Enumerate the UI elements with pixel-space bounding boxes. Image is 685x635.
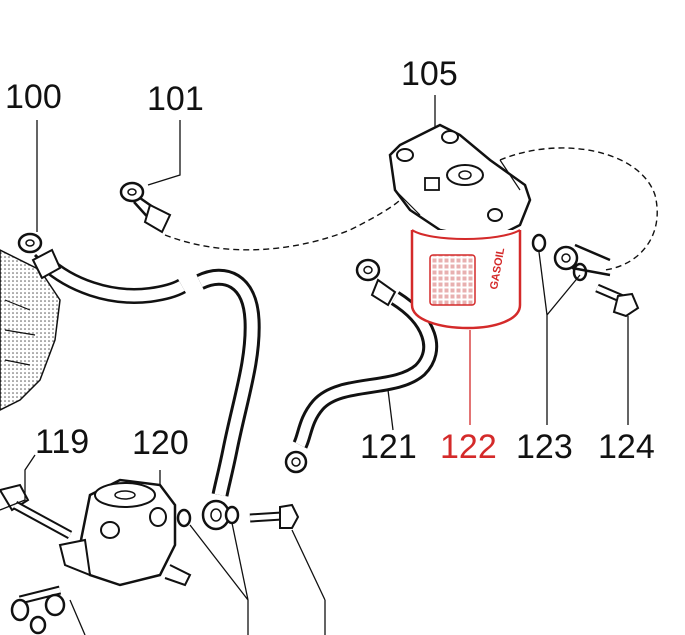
fuel-pipe-121: [284, 258, 439, 474]
bolt-124: [595, 283, 640, 318]
callout-119: 119: [35, 423, 90, 461]
fuel-filter-122: GASOIL: [410, 229, 522, 330]
callout-100: 100: [5, 78, 62, 116]
banjo-fitting-101: [119, 181, 172, 234]
pump-bolt: [249, 503, 300, 529]
filter-head-105: [388, 123, 532, 242]
callout-121: 121: [360, 428, 417, 466]
leader-lines: [0, 95, 629, 635]
washers-123: [531, 233, 611, 282]
callout-124: 124: [598, 428, 655, 466]
callout-101: 101: [147, 80, 204, 118]
pump-washers: [176, 505, 240, 528]
fuel-pipe-100: [17, 232, 186, 304]
lift-pump-120: [58, 478, 192, 587]
callout-123: 123: [516, 428, 573, 466]
callout-122: 122: [440, 428, 497, 466]
fuel-pipe-119: [0, 483, 73, 635]
callout-105: 105: [401, 55, 458, 93]
callout-120: 120: [132, 424, 189, 462]
fuel-hose-long: [196, 268, 261, 531]
return-line-dashed: [164, 147, 658, 271]
